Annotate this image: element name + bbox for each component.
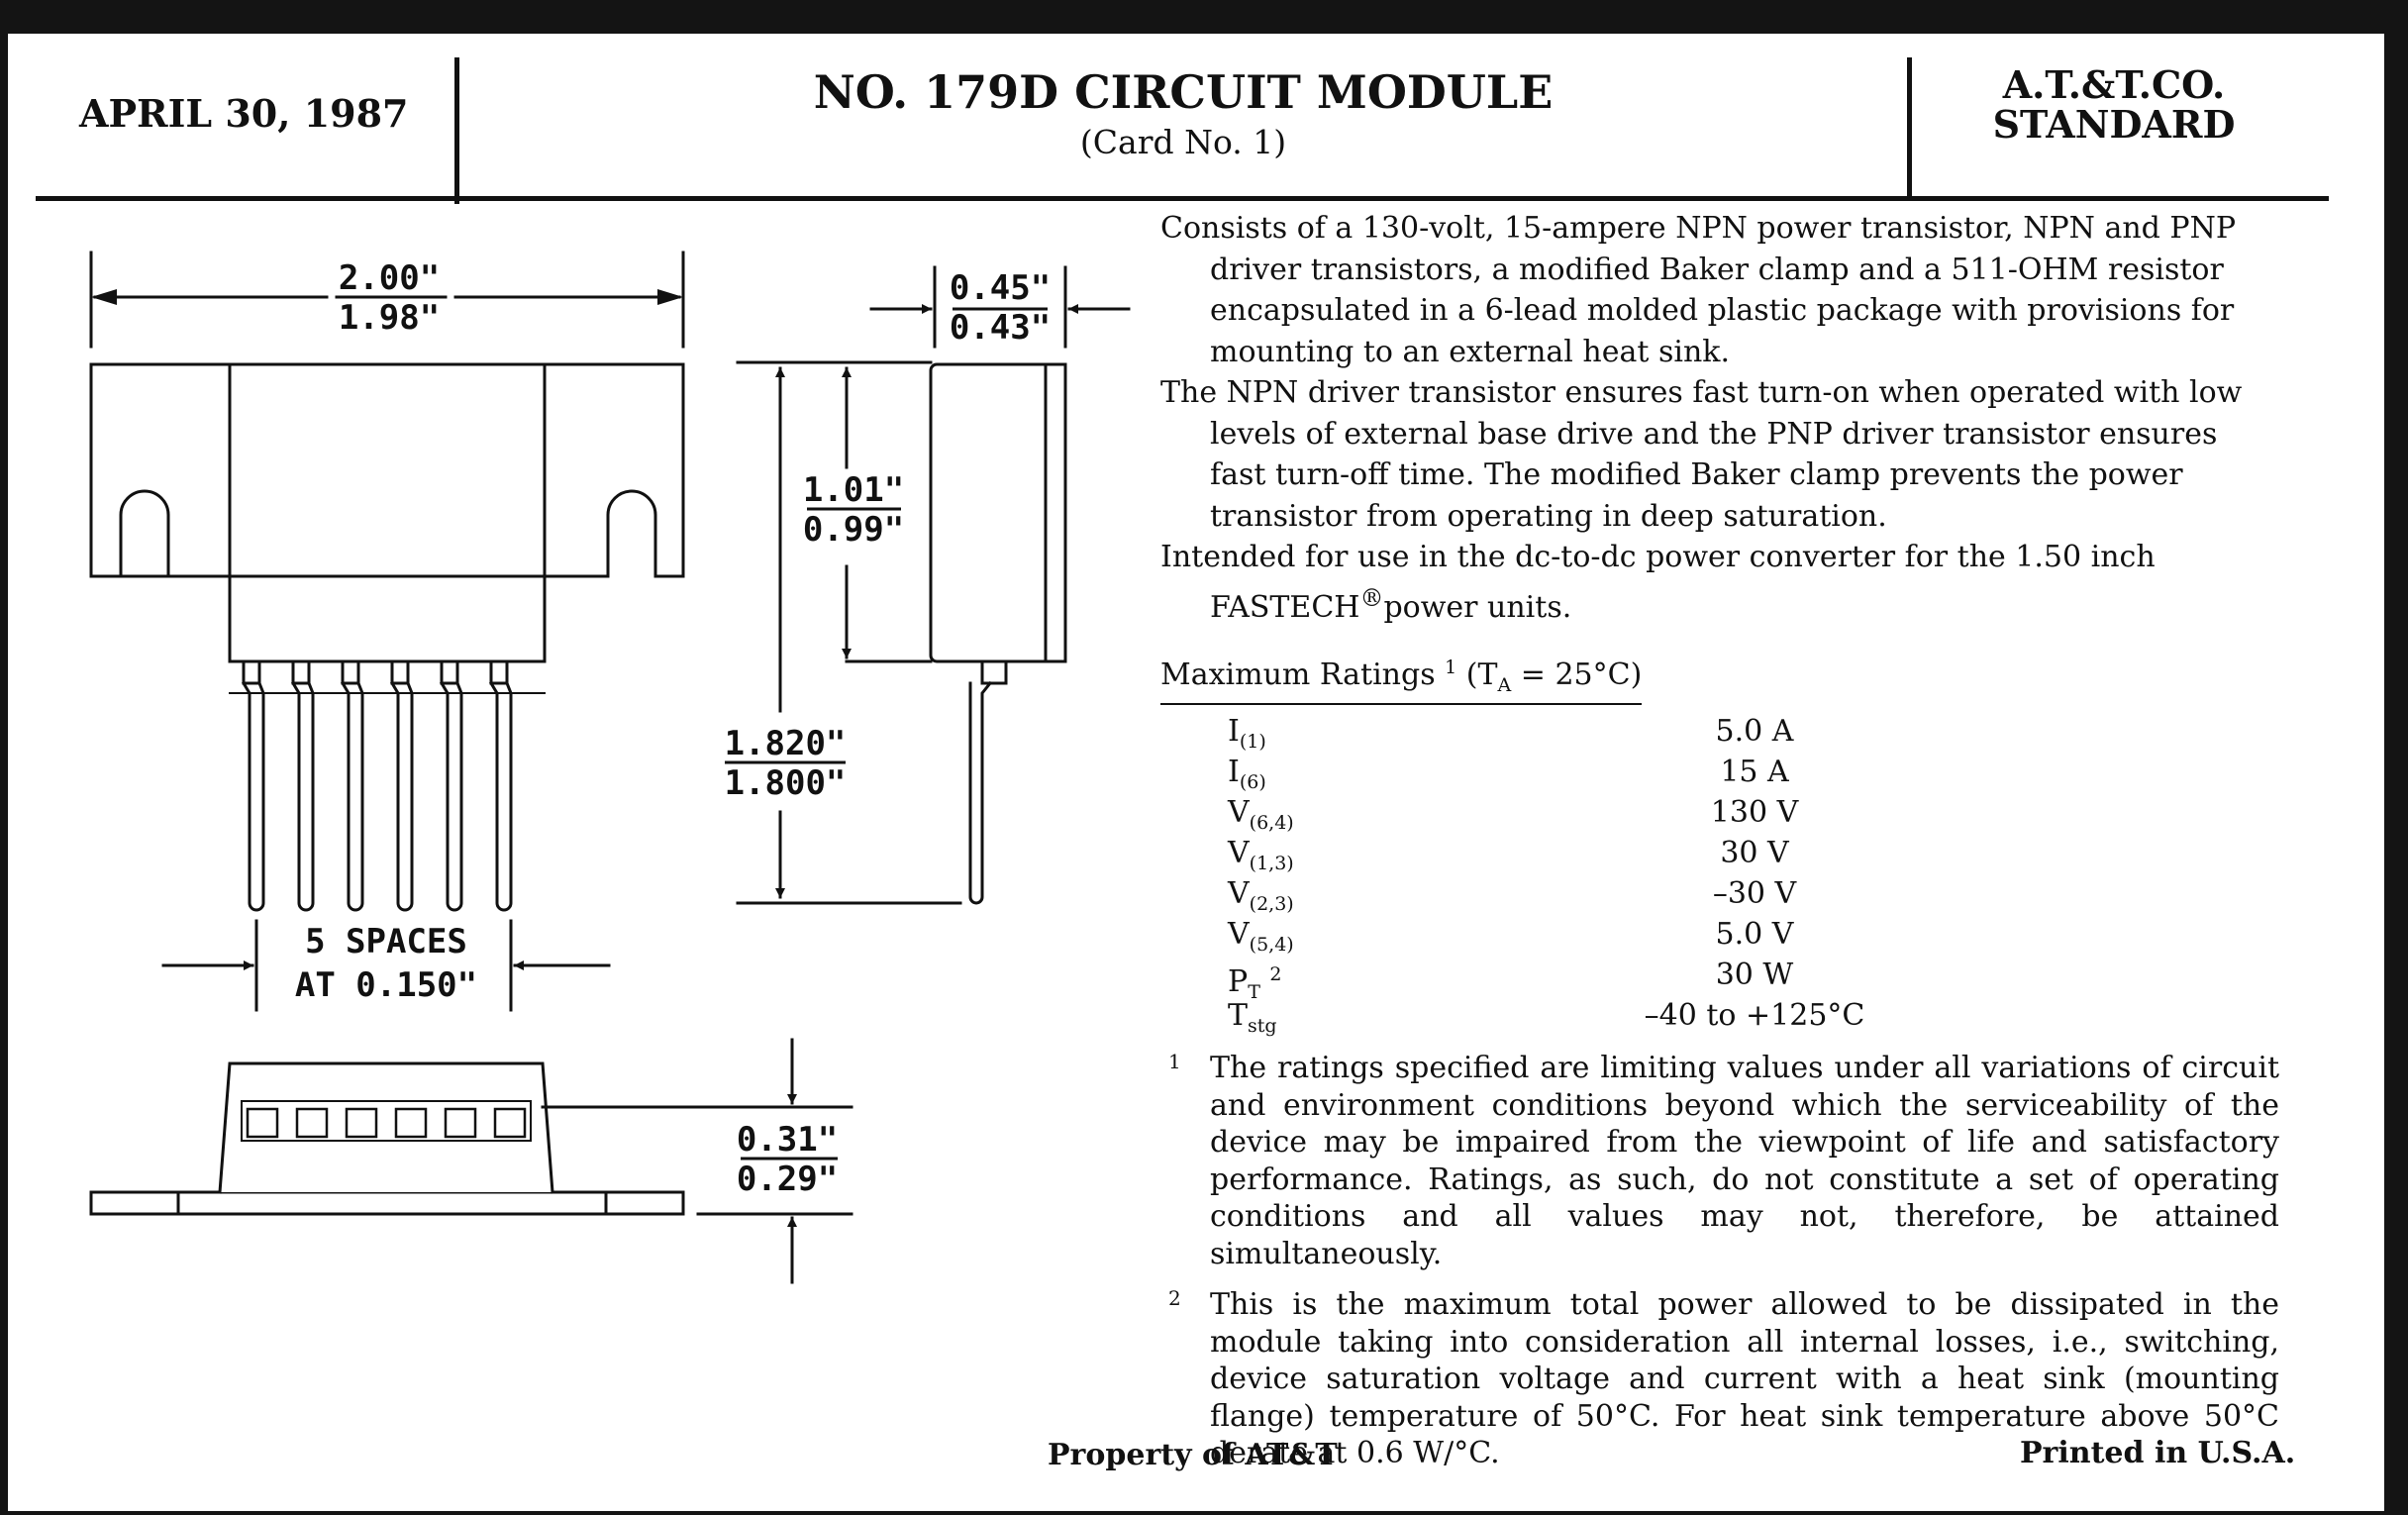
end-view: [89, 1061, 685, 1216]
dim-spacing-line2: AT 0.150": [295, 965, 477, 1005]
printed-notice: Printed in U.S.A.: [2020, 1436, 2296, 1470]
lead-pins: [229, 659, 546, 912]
side-view: [929, 362, 1067, 905]
rating-row: V(6,4)130 V: [1228, 795, 1799, 834]
description-paragraph-3: Intended for use in the dc-to-dc power c…: [1160, 540, 2156, 625]
header-rule: [36, 196, 2329, 201]
dim-depth-min: 0.43": [950, 308, 1051, 348]
dim-width-min: 1.98": [339, 298, 440, 338]
dim-body-min: 0.99": [803, 510, 904, 550]
header-divider-left: [454, 57, 459, 204]
dim-body-max: 1.01": [803, 470, 904, 510]
description-column: Consists of a 130-volt, 15-ampere NPN po…: [1160, 208, 2279, 1472]
standard-line-2: STANDARD: [1992, 102, 2236, 147]
dim-height-min: 0.29": [737, 1160, 838, 1199]
ratings-heading: Maximum Ratings 1 (TA = 25°C): [1160, 650, 1643, 705]
rating-row: V(5,4)5.0 V: [1228, 917, 1794, 956]
ratings-table: I(1)5.0 A I(6)15 A V(6,4)130 V V(1,3)30 …: [1160, 711, 2279, 1037]
page-subtitle: (Card No. 1): [1079, 123, 1287, 161]
rating-row: V(1,3)30 V: [1228, 836, 1789, 874]
description-paragraph-1: Consists of a 130-volt, 15-ampere NPN po…: [1160, 211, 2237, 369]
description-paragraph-2: The NPN driver transistor ensures fast t…: [1160, 375, 2243, 534]
property-notice: Property of AT&T: [1048, 1438, 1338, 1472]
issue-date: APRIL 30, 1987: [79, 91, 409, 136]
top-view: [89, 362, 685, 663]
dim-spacing-line1: 5 SPACES: [305, 922, 467, 961]
rating-row: I(6)15 A: [1228, 755, 1789, 793]
rating-row: Tstg–40 to +125°C: [1228, 998, 1865, 1037]
page-title: NO. 179D CIRCUIT MODULE: [813, 65, 1554, 119]
header-divider-right: [1907, 57, 1912, 198]
dim-overall-min: 1.800": [725, 763, 847, 803]
standard-line-1: A.T.&T.CO.: [2002, 62, 2226, 107]
dim-overall-max: 1.820": [725, 724, 847, 763]
dim-width-max: 2.00": [339, 258, 440, 298]
dim-height-max: 0.31": [737, 1120, 838, 1160]
standard-label: A.T.&T.CO. STANDARD: [1916, 65, 2312, 145]
rating-row: V(2,3)–30 V: [1228, 876, 1797, 915]
dim-depth-max: 0.45": [950, 268, 1051, 308]
spec-card: [8, 34, 2384, 1511]
rating-row: I(1)5.0 A: [1228, 714, 1794, 753]
